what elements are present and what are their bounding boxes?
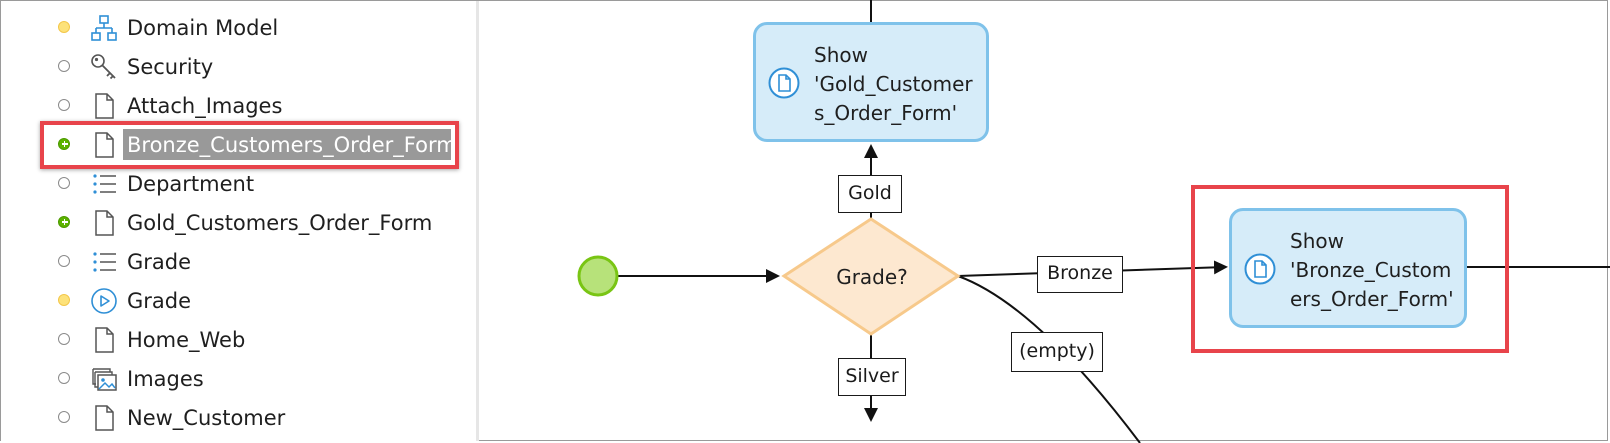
activity-show-gold-form[interactable]: Show 'Gold_Customer s_Order_Form' — [753, 22, 989, 142]
page-icon — [95, 93, 114, 119]
tree-item-label: Gold_Customers_Order_Form — [127, 211, 433, 235]
image-collection-icon — [92, 368, 117, 391]
tree-item-grade-enumeration[interactable]: Grade — [1, 243, 476, 282]
status-dot-icon — [58, 60, 70, 72]
status-dot-icon — [58, 99, 70, 111]
tree-item-label: Department — [127, 172, 255, 196]
list-icon — [93, 174, 116, 194]
edge-label-empty[interactable]: (empty) — [1011, 332, 1103, 372]
tree-item-new-customer[interactable]: New_Customer — [1, 399, 476, 438]
status-dot-icon — [58, 21, 70, 33]
tree-item-label: Bronze_Customers_Order_Form — [127, 133, 457, 157]
edge-label-bronze[interactable]: Bronze — [1037, 256, 1123, 293]
page-icon — [95, 327, 114, 353]
decision-label: Grade? — [836, 265, 908, 289]
tree-item-label: Domain Model — [127, 16, 279, 40]
activity-caption: Show 'Gold_Customer s_Order_Form' — [814, 43, 973, 125]
edge-label-silver[interactable]: Silver — [838, 358, 906, 396]
domain-model-icon — [91, 15, 117, 41]
annotation-highlight-tree-item — [40, 121, 459, 169]
tree-item-images[interactable]: Images — [1, 360, 476, 399]
status-dot-icon — [58, 294, 70, 306]
page-icon — [95, 405, 114, 431]
tree-item-label: Grade — [127, 289, 192, 313]
tree-item-domain-model[interactable]: Domain Model — [1, 9, 476, 48]
tree-item-home-web[interactable]: Home_Web — [1, 321, 476, 360]
selection-highlight — [123, 129, 451, 160]
activity-caption: Show 'Bronze_Custom ers_Order_Form' — [1290, 229, 1454, 311]
tree-item-bronze-customers-order-form[interactable]: Bronze_Customers_Order_Form — [1, 126, 476, 165]
tree-item-label: Security — [127, 55, 214, 79]
status-dot-icon — [58, 411, 70, 423]
tree-item-gold-customers-order-form[interactable]: Gold_Customers_Order_Form — [1, 204, 476, 243]
status-dot-icon — [58, 177, 70, 189]
status-dot-icon — [58, 255, 70, 267]
tree-item-label: Home_Web — [127, 328, 246, 352]
project-explorer: Domain Model Security Attach_Images Bron… — [1, 1, 479, 441]
flow-line-empty[interactable] — [957, 275, 1141, 443]
tree-item-label: Images — [127, 367, 204, 391]
edge-label-gold[interactable]: Gold — [838, 175, 902, 213]
status-dot-icon — [58, 372, 70, 384]
tree-item-label: New_Customer — [127, 406, 286, 430]
added-status-icon — [58, 216, 70, 228]
tree-item-department[interactable]: Department — [1, 165, 476, 204]
microflow-icon — [91, 288, 117, 314]
page-icon — [1244, 253, 1276, 285]
tree-item-label: Grade — [127, 250, 192, 274]
page-icon — [768, 67, 800, 99]
page-icon — [95, 210, 114, 236]
tree-item-label: Attach_Images — [127, 94, 283, 118]
start-event[interactable] — [577, 255, 619, 297]
decision-grade[interactable] — [781, 217, 961, 336]
tree-item-grade-microflow[interactable]: Grade — [1, 282, 476, 321]
list-icon — [93, 252, 116, 272]
annotation-highlight-activity — [1191, 185, 1509, 353]
status-dot-icon — [58, 333, 70, 345]
activity-show-bronze-form[interactable]: Show 'Bronze_Custom ers_Order_Form' — [1229, 208, 1467, 328]
added-status-icon — [58, 138, 70, 150]
tree-item-attach-images[interactable]: Attach_Images — [1, 87, 476, 126]
tree-item-security[interactable]: Security — [1, 48, 476, 87]
key-icon — [91, 54, 116, 80]
page-icon — [95, 132, 114, 158]
